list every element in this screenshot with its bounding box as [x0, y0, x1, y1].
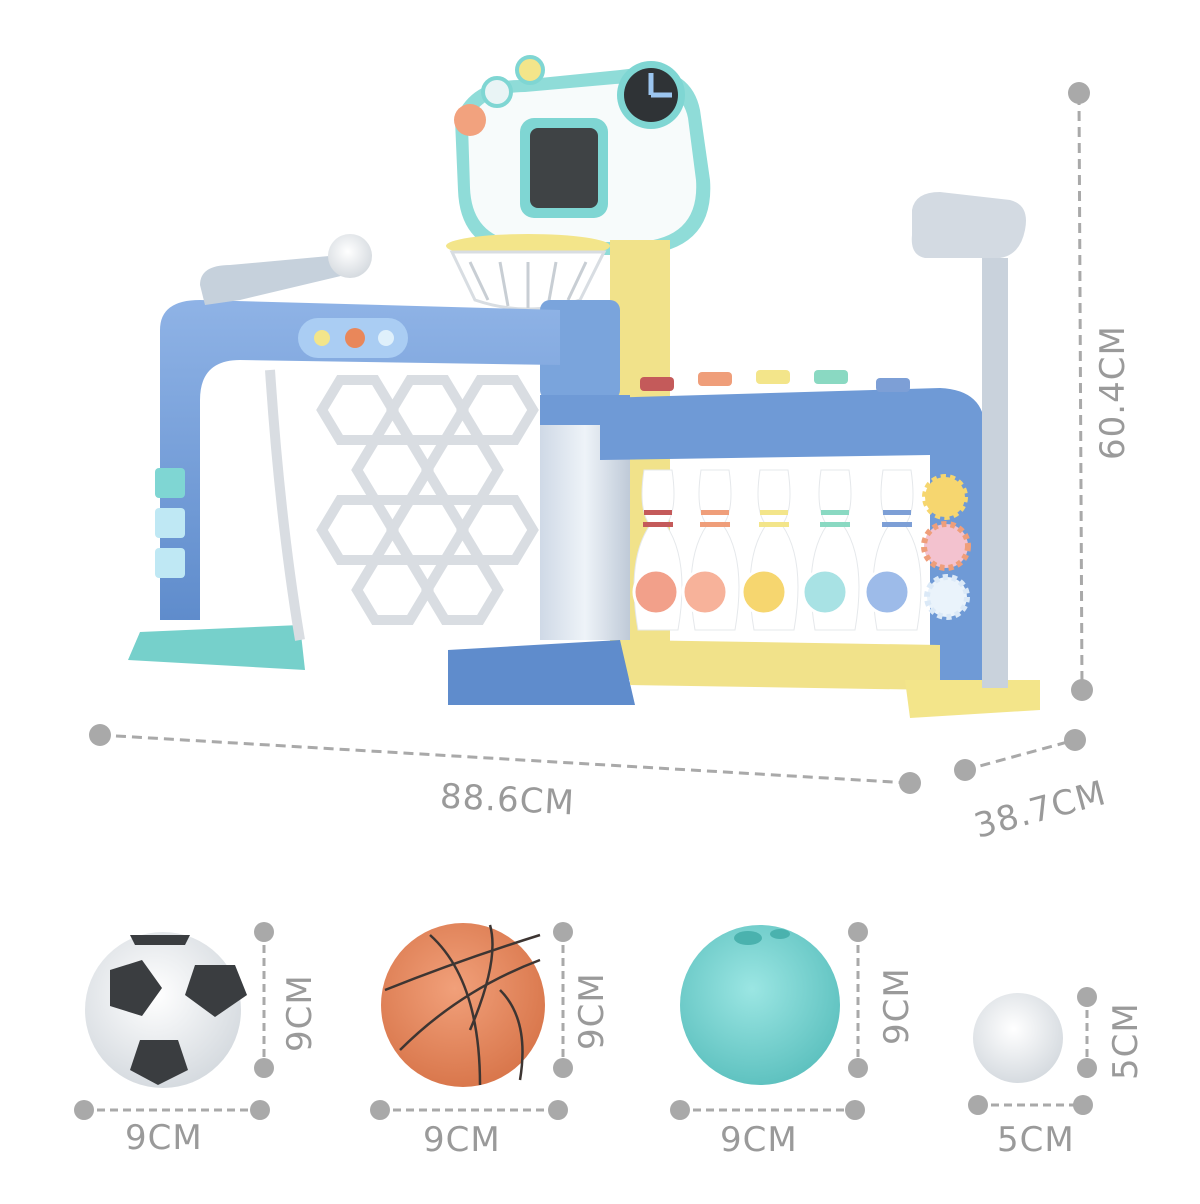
soccer-ball-width-label: 9CM	[125, 1118, 203, 1158]
height-label: 60.4CM	[1093, 325, 1133, 460]
golf-ball-width-label: 5CM	[997, 1120, 1075, 1160]
gear-toys	[921, 474, 971, 620]
golf-club	[911, 192, 1026, 688]
ball-dimension-endpoints	[74, 922, 1097, 1120]
dimension-lines	[99, 94, 1084, 785]
golf-ball-illustration	[973, 993, 1063, 1083]
bowling-ball-illustration	[680, 925, 840, 1085]
basketball-hoop	[446, 234, 610, 311]
bowling-ball-height-label: 9CM	[877, 967, 917, 1045]
bowling-ball-width-label: 9CM	[720, 1120, 798, 1160]
ball-launcher	[200, 234, 372, 305]
bowling-frame	[600, 370, 1040, 718]
basketball-illustration	[381, 923, 545, 1087]
ball-dimension-lines	[84, 932, 1089, 1112]
soccer-ball-illustration	[85, 932, 247, 1088]
scoreboard-backboard	[454, 55, 711, 255]
basketball-width-label: 9CM	[423, 1120, 501, 1160]
basketball-height-label: 9CM	[572, 972, 612, 1050]
dimension-endpoints	[89, 82, 1093, 794]
depth-dimension-line	[964, 738, 1076, 772]
golf-ball-height-label: 5CM	[1106, 1002, 1146, 1080]
soccer-goal	[128, 300, 560, 670]
width-dimension-line	[99, 733, 911, 785]
bowling-pins	[632, 469, 922, 631]
width-label: 88.6CM	[439, 776, 576, 824]
soccer-ball-height-label: 9CM	[280, 974, 320, 1052]
height-dimension-line	[1077, 94, 1084, 689]
